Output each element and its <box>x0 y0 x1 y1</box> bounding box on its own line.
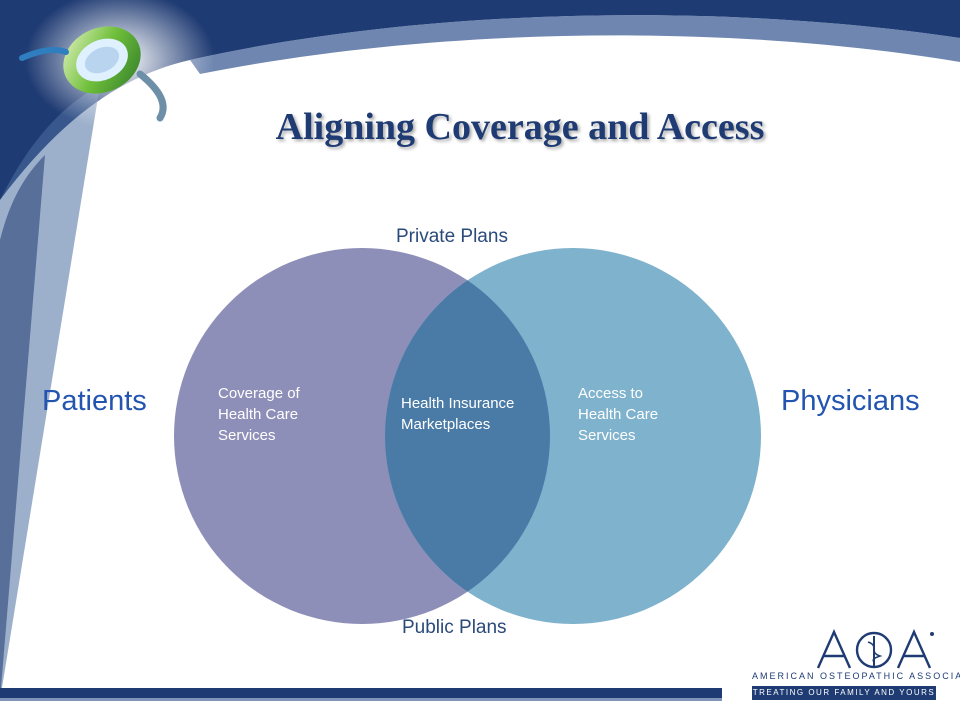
public-plans-label: Public Plans <box>402 617 507 638</box>
stethoscope-icon <box>19 26 167 122</box>
physicians-label: Physicians <box>781 385 920 417</box>
slide-title: Aligning Coverage and Access <box>275 106 765 148</box>
venn-overlap <box>385 248 550 624</box>
access-text: Access to Health Care Services <box>578 385 659 444</box>
aoa-logo-mark <box>816 629 934 669</box>
logo-tagline: TREATING OUR FAMILY AND YOURS <box>752 686 936 700</box>
marketplaces-text: Health Insurance Marketplaces <box>401 395 515 433</box>
aoa-logo: AMERICAN OSTEOPATHIC ASSOCIATION TREATIN… <box>752 624 960 706</box>
patients-label: Patients <box>42 385 147 417</box>
private-plans-label: Private Plans <box>396 226 508 247</box>
logo-name: AMERICAN OSTEOPATHIC ASSOCIATION <box>752 671 960 681</box>
coverage-text: Coverage of Health Care Services <box>218 385 300 444</box>
